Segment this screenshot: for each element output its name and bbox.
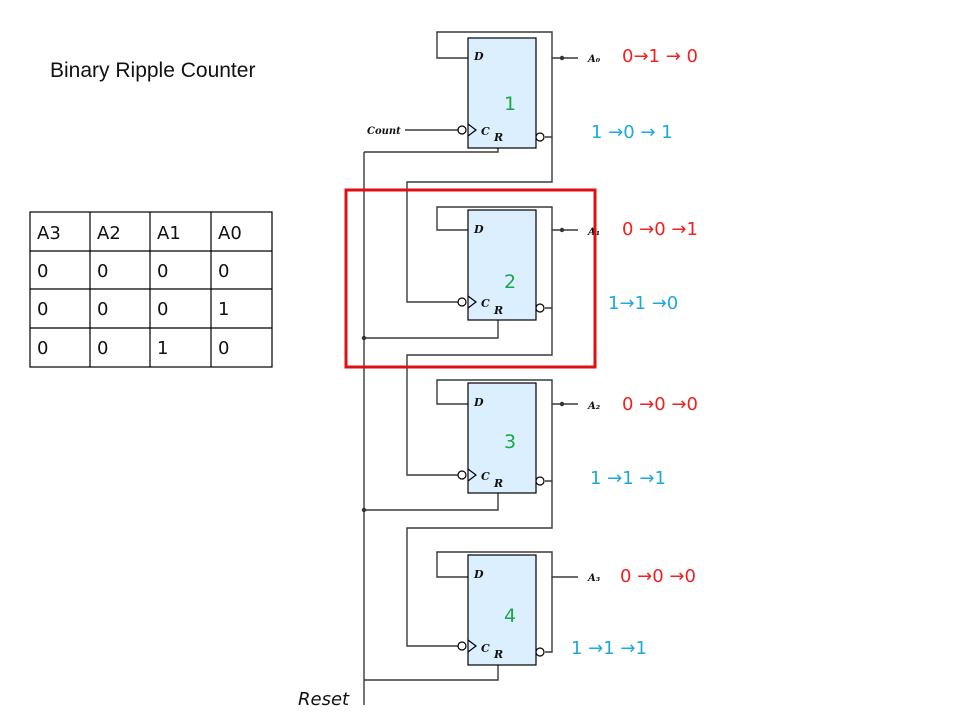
q-transition-label: 0→1 → 0 xyxy=(622,46,698,67)
table-cell: 0 xyxy=(157,261,168,282)
flip-flop-3: D C R 3 A₂ 0 →0 →0 1 →1 →1 xyxy=(457,382,698,494)
q-transition-label: 0 →0 →1 xyxy=(622,219,698,240)
pin-c-label: C xyxy=(481,125,490,138)
output-label-a0: A₀ xyxy=(587,54,601,65)
qbar-transition-label: 1 →1 →1 xyxy=(571,638,647,659)
table-cell: 0 xyxy=(37,338,48,359)
flip-flop-1: D C R 1 A₀ 0→1 → 0 1 →0 → 1 xyxy=(457,37,698,149)
table-cell: 0 xyxy=(37,261,48,282)
flip-flop-2: D C R 2 A₁ 0 →0 →1 1→1 →0 xyxy=(457,209,698,321)
table-cell: 1 xyxy=(157,338,168,359)
output-label-a3: A₃ xyxy=(587,573,601,584)
q-transition-label: 0 →0 →0 xyxy=(620,566,696,587)
pin-c-label: C xyxy=(481,470,490,483)
flip-flop-number: 1 xyxy=(504,93,516,115)
flip-flop-4: D C R 4 A₃ 0 →0 →0 1 →1 →1 xyxy=(457,554,696,666)
pin-r-label: R xyxy=(493,477,503,490)
pin-r-label: R xyxy=(493,131,503,144)
table-cell: 0 xyxy=(37,299,48,320)
circuit-wires: Count xyxy=(361,31,578,705)
table-cell: 0 xyxy=(97,338,108,359)
table-cell: 0 xyxy=(218,261,229,282)
pin-d-label: D xyxy=(473,396,484,409)
table-cell: 1 xyxy=(218,299,229,320)
output-label-a2: A₂ xyxy=(587,401,601,412)
table-header-a0: A0 xyxy=(218,223,242,244)
pin-c-label: C xyxy=(481,297,490,310)
pin-r-label: R xyxy=(493,648,503,661)
pin-d-label: D xyxy=(473,50,484,63)
table-cell: 0 xyxy=(218,338,229,359)
pin-r-label: R xyxy=(493,304,503,317)
pin-d-label: D xyxy=(473,223,484,236)
qbar-transition-label: 1 →1 →1 xyxy=(590,468,666,489)
diagram-title: Binary Ripple Counter xyxy=(50,59,255,82)
count-label: Count xyxy=(367,126,401,137)
table-cell: 0 xyxy=(97,261,108,282)
flip-flop-number: 2 xyxy=(504,271,516,293)
state-table: A3 A2 A1 A0 0 0 0 0 0 0 0 1 0 0 1 0 xyxy=(29,211,273,368)
reset-label: Reset xyxy=(298,689,350,710)
flip-flop-number: 3 xyxy=(504,431,516,453)
table-cell: 0 xyxy=(157,299,168,320)
table-header-a1: A1 xyxy=(157,223,181,244)
q-transition-label: 0 →0 →0 xyxy=(622,394,698,415)
table-cell: 0 xyxy=(97,299,108,320)
pin-d-label: D xyxy=(473,568,484,581)
qbar-transition-label: 1→1 →0 xyxy=(608,293,678,314)
table-header-a2: A2 xyxy=(97,223,121,244)
flip-flop-number: 4 xyxy=(504,605,516,627)
stage-2-highlight xyxy=(344,188,597,369)
table-header-a3: A3 xyxy=(37,223,61,244)
pin-c-label: C xyxy=(481,642,490,655)
qbar-transition-label: 1 →0 → 1 xyxy=(591,122,673,143)
